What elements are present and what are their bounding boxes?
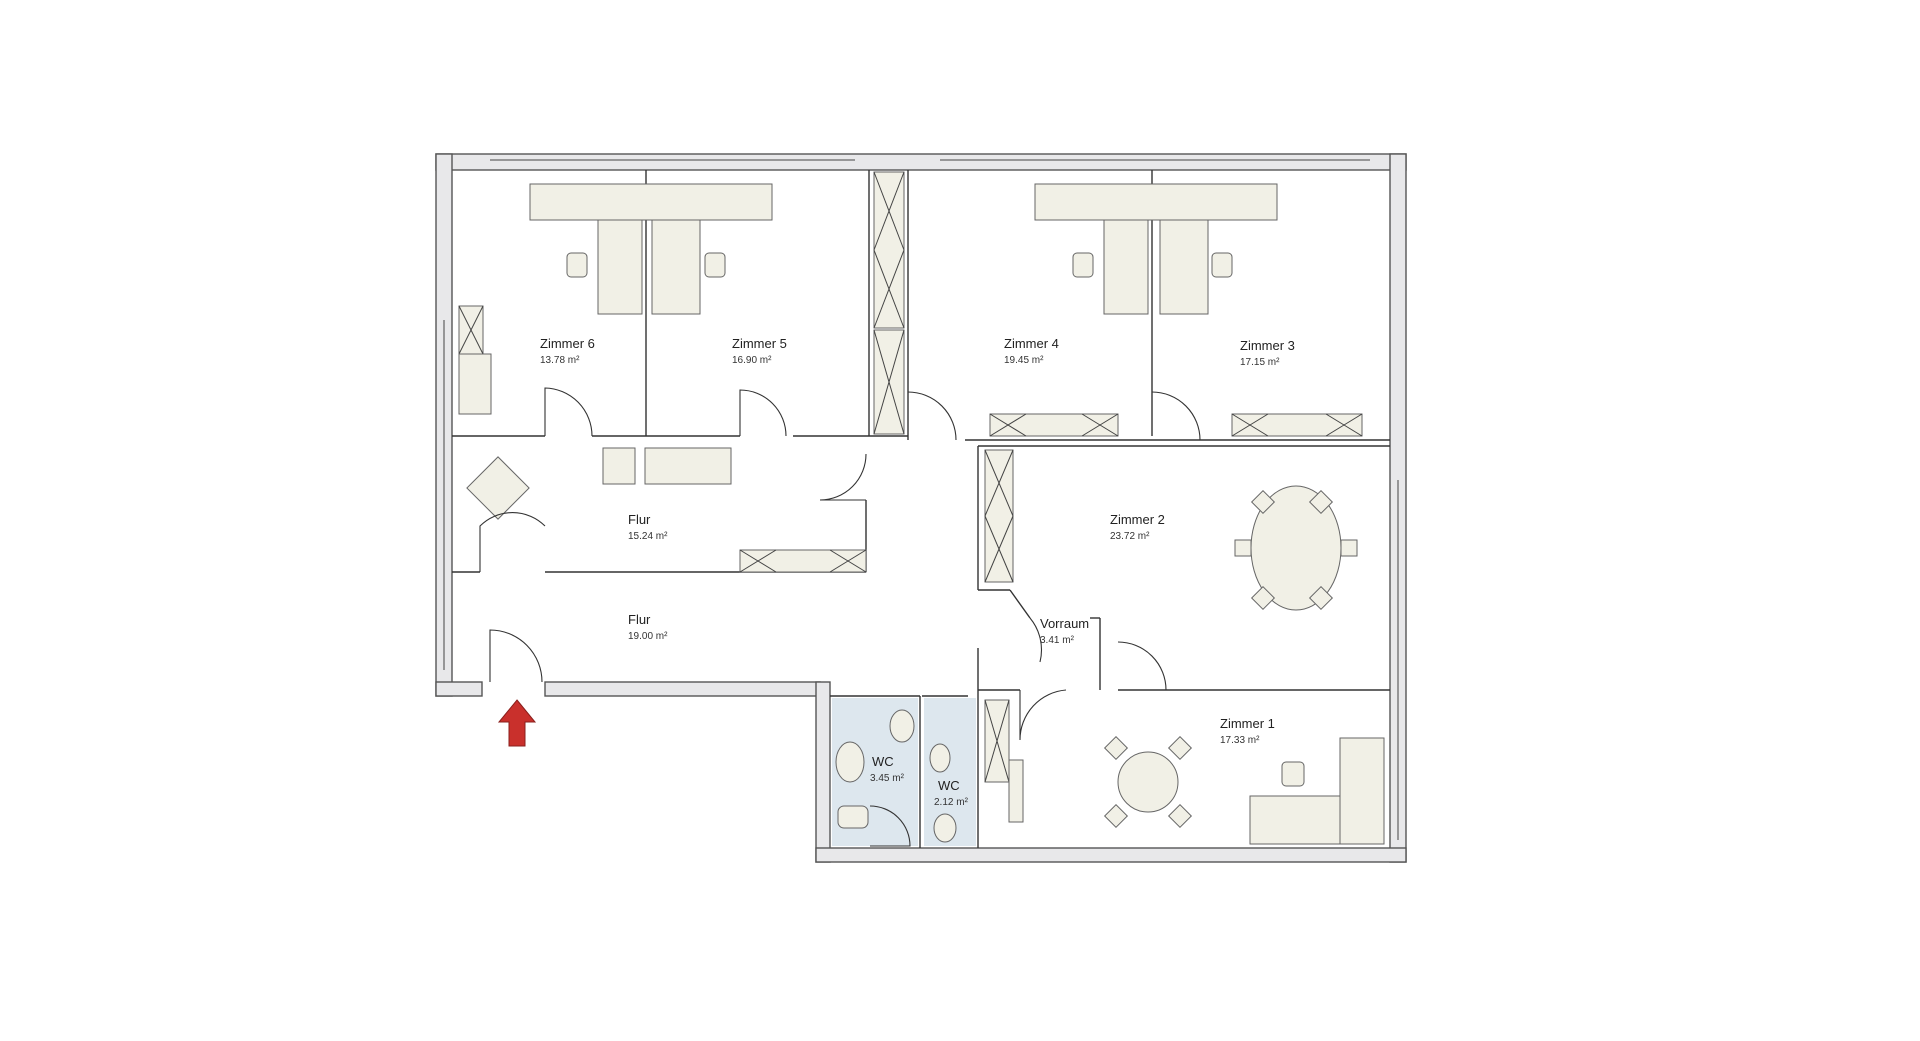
room-label-flur2: Flur xyxy=(628,612,651,627)
room-label-zimmer2: Zimmer 2 xyxy=(1110,512,1165,527)
room-labels: Zimmer 6 13.78 m² Zimmer 5 16.90 m² Zimm… xyxy=(540,336,1295,808)
room-area-vorraum: 3.41 m² xyxy=(1040,635,1075,646)
washbasin-icon xyxy=(835,709,951,783)
interior-walls xyxy=(452,170,1390,848)
conference-table xyxy=(1234,485,1358,611)
round-table xyxy=(1103,735,1193,829)
room-area-zimmer1: 17.33 m² xyxy=(1220,735,1260,746)
room-label-vorraum: Vorraum xyxy=(1040,616,1089,631)
entrance-arrow-icon xyxy=(497,699,537,747)
room-area-flur1: 15.24 m² xyxy=(628,531,668,542)
room-area-zimmer2: 23.72 m² xyxy=(1110,531,1150,542)
room-label-zimmer3: Zimmer 3 xyxy=(1240,338,1295,353)
room-label-zimmer6: Zimmer 6 xyxy=(540,336,595,351)
room-area-wc1: 3.45 m² xyxy=(870,773,905,784)
room-label-wc1: WC xyxy=(872,754,894,769)
sofa xyxy=(602,447,732,485)
room-label-wc2: WC xyxy=(938,778,960,793)
room-area-zimmer5: 16.90 m² xyxy=(732,355,772,366)
cabinets xyxy=(458,171,1363,823)
office-chair-icon xyxy=(566,252,1305,787)
doors xyxy=(479,387,1201,847)
armchair-icon xyxy=(466,456,530,520)
room-label-zimmer5: Zimmer 5 xyxy=(732,336,787,351)
room-label-flur1: Flur xyxy=(628,512,651,527)
room-label-zimmer4: Zimmer 4 xyxy=(1004,336,1059,351)
toilet-icon xyxy=(837,805,957,843)
room-area-zimmer6: 13.78 m² xyxy=(540,355,580,366)
desks xyxy=(529,183,1385,845)
room-area-zimmer4: 19.45 m² xyxy=(1004,355,1044,366)
room-area-flur2: 19.00 m² xyxy=(628,631,668,642)
room-area-wc2: 2.12 m² xyxy=(934,797,969,808)
windows xyxy=(443,159,1399,840)
room-label-zimmer1: Zimmer 1 xyxy=(1220,716,1275,731)
room-area-zimmer3: 17.15 m² xyxy=(1240,357,1280,368)
